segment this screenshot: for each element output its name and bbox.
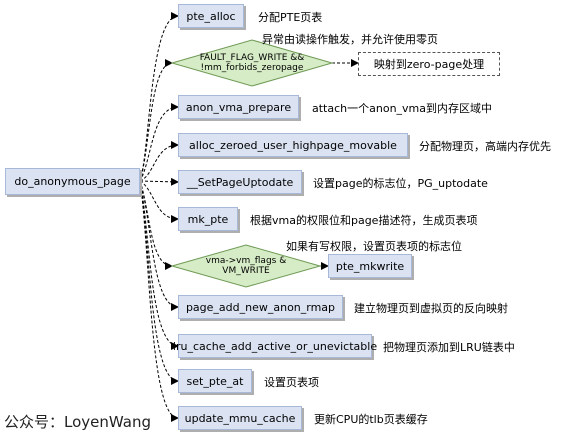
note-set-pte-at: 设置页表项: [264, 376, 319, 389]
step-anon-vma-prepare: anon_vma_prepare: [178, 95, 299, 119]
step-setpageuptodate: __SetPageUptodate: [178, 170, 302, 194]
note-anon-vma-prepare: attach一个anon_vma到内存区域中: [312, 102, 493, 115]
connector-page-add-rmap: [139, 180, 179, 311]
note-decision-vm-write: 如果有写权限，设置页表项的标志位: [286, 240, 462, 253]
connector-mk-pte: [139, 180, 179, 223]
root-do-anonymous-page: do_anonymous_page: [5, 168, 140, 195]
step-pte-mkwrite: pte_mkwrite: [328, 254, 412, 278]
step-page-add-new-anon-rmap: page_add_new_anon_rmap: [178, 295, 343, 319]
note-lru-cache: 把物理页添加到LRU链表中: [383, 341, 515, 354]
note-page-add-rmap: 建立物理页到虚拟页的反向映射: [354, 302, 508, 315]
note-decision-zero-page: 异常由读操作触发，并允许使用零页: [262, 33, 438, 46]
decision-diamond-vm-write: [170, 244, 322, 288]
connector-decision-zero-page: [139, 59, 173, 182]
decision-label-zero-page: FAULT_FLAG_WRITE && !mm_forbids_zeropage: [192, 53, 312, 73]
note-update-mmu-cache: 更新CPU的tlb页表缓存: [314, 413, 428, 426]
decision-diamond-zero-page: [170, 39, 334, 87]
decision-zero-page-line2: !mm_forbids_zeropage: [200, 63, 304, 73]
connector-anon-vma-prepare: [139, 103, 179, 182]
note-pte-alloc: 分配PTE页表: [258, 11, 323, 24]
step-mk-pte: mk_pte: [178, 207, 238, 231]
note-alloc-zeroed: 分配物理页，高端内存优先: [419, 140, 551, 153]
connector-update-mmu: [139, 180, 179, 422]
step-pte-alloc: pte_alloc: [178, 4, 244, 28]
connector-alloc-zeroed: [139, 141, 179, 182]
step-update-mmu-cache: update_mmu_cache: [178, 406, 302, 430]
decision-vm-write-line2: VM_WRITE: [222, 266, 270, 276]
connector-setpageuptodate: [139, 177, 179, 186]
footer-watermark: 公众号：LoyenWang: [4, 413, 151, 431]
note-mk-pte: 根据vma的权限位和page描述符，生成页表项: [250, 214, 478, 227]
note-setpageuptodate: 设置page的标志位，PG_uptodate: [313, 177, 488, 190]
step-lru-cache-add: lru_cache_add_active_or_unevictable: [173, 334, 377, 358]
decision-vm-write-line1: vma->vm_flags &: [205, 256, 287, 266]
zero-page-handling-box: 映射到zero-page处理: [358, 52, 500, 76]
step-set-pte-at: set_pte_at: [178, 369, 252, 393]
decision-zero-page-line1: FAULT_FLAG_WRITE &&: [199, 53, 305, 63]
step-alloc-zeroed-user-highpage-movable: alloc_zeroed_user_highpage_movable: [178, 133, 408, 157]
decision-label-vm-write: vma->vm_flags & VM_WRITE: [196, 256, 296, 276]
